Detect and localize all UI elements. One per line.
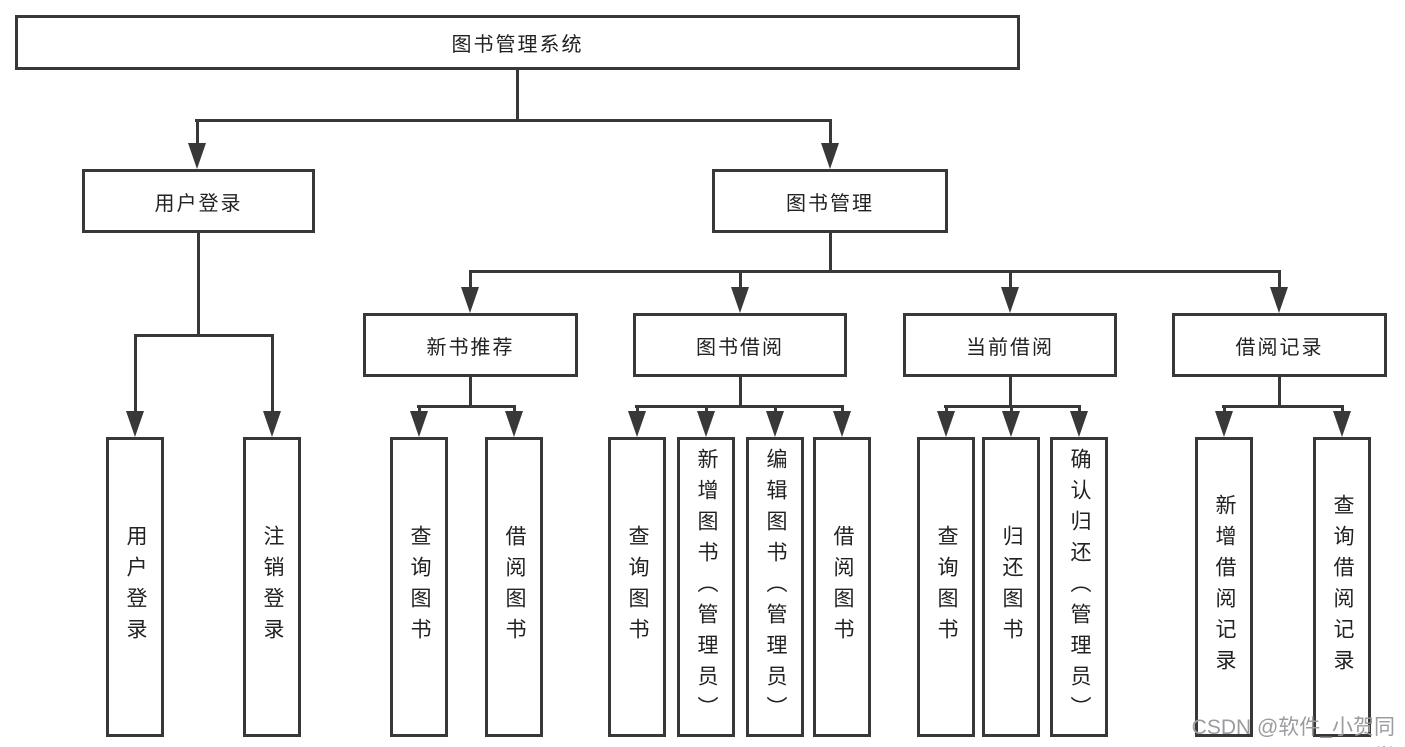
leaf-bb-edit-book-admin: 编辑图书（管理员）: [746, 437, 804, 737]
connector-drop-current-borrow: [1009, 270, 1012, 291]
node-book-management: 图书管理: [712, 169, 948, 233]
connector-root-bar: [195, 119, 832, 122]
connector-drop-bb-query: [636, 405, 639, 415]
node-new-book-recommend: 新书推荐: [363, 313, 578, 377]
connector-borrow-record-bar: [1222, 405, 1343, 408]
arrow-to-user-login-icon: [188, 143, 206, 169]
arrow-to-leaf-user-login-icon: [126, 411, 144, 437]
leaf-cb-confirm-return-admin: 确认归还（管理员）: [1050, 437, 1108, 737]
connector-drop-leaf-user-login: [134, 334, 137, 415]
leaf-br-query-record: 查询借阅记录: [1313, 437, 1371, 737]
connector-drop-book-borrow: [739, 270, 742, 291]
node-book-borrow: 图书借阅: [633, 313, 847, 377]
arrow-to-book-borrow-icon: [731, 287, 749, 313]
connector-drop-cb-return: [1010, 405, 1013, 415]
connector-drop-new-book-rec: [469, 270, 472, 291]
connector-drop-leaf-logout: [271, 334, 274, 415]
connector-book-borrow-bar: [635, 405, 844, 408]
arrow-to-bb-query-icon: [628, 411, 646, 437]
leaf-cb-return-book: 归还图书: [982, 437, 1040, 737]
connector-drop-cb-confirm: [1078, 405, 1081, 415]
node-current-borrow: 当前借阅: [903, 313, 1117, 377]
arrow-to-cb-query-icon: [937, 411, 955, 437]
arrow-to-nbr-borrow-icon: [505, 411, 523, 437]
arrow-to-bb-edit-icon: [766, 411, 784, 437]
arrow-to-book-management-icon: [821, 143, 839, 169]
connector-book-management-bar: [469, 270, 1280, 273]
leaf-user-login: 用户登录: [106, 437, 164, 737]
connector-user-login-stem: [197, 233, 200, 336]
arrow-to-current-borrow-icon: [1001, 287, 1019, 313]
connector-borrow-record-stem: [1278, 377, 1281, 407]
connector-book-management-stem: [829, 233, 832, 272]
connector-drop-bb-add: [705, 405, 708, 415]
arrow-to-cb-return-icon: [1002, 411, 1020, 437]
arrow-to-new-book-rec-icon: [461, 287, 479, 313]
connector-new-book-rec-stem: [469, 377, 472, 407]
node-user-login: 用户登录: [82, 169, 315, 233]
arrow-to-br-add-icon: [1215, 411, 1233, 437]
leaf-logout: 注销登录: [243, 437, 301, 737]
connector-book-borrow-stem: [739, 377, 742, 407]
arrow-to-leaf-logout-icon: [263, 411, 281, 437]
connector-current-borrow-stem: [1009, 377, 1012, 407]
leaf-br-add-record: 新增借阅记录: [1195, 437, 1253, 737]
connector-drop-nbr-borrow: [513, 405, 516, 415]
connector-new-book-rec-bar: [417, 405, 516, 408]
csdn-watermark: CSDN @软件_小贺同学: [1191, 716, 1395, 747]
leaf-bb-borrow-book: 借阅图书: [813, 437, 871, 737]
connector-drop-bb-borrow: [841, 405, 844, 415]
connector-drop-br-add: [1223, 405, 1226, 415]
arrow-to-br-query-icon: [1333, 411, 1351, 437]
connector-drop-book-management: [829, 119, 832, 147]
arrow-to-nbr-query-icon: [410, 411, 428, 437]
connector-drop-br-query: [1341, 405, 1344, 415]
leaf-nbr-query-book: 查询图书: [390, 437, 448, 737]
leaf-nbr-borrow-book: 借阅图书: [485, 437, 543, 737]
connector-drop-cb-query: [945, 405, 948, 415]
connector-drop-bb-edit: [774, 405, 777, 415]
arrow-to-borrow-record-icon: [1270, 287, 1288, 313]
leaf-cb-query-book: 查询图书: [917, 437, 975, 737]
connector-user-login-bar: [134, 334, 274, 337]
arrow-to-bb-borrow-icon: [833, 411, 851, 437]
arrow-to-cb-confirm-icon: [1070, 411, 1088, 437]
connector-root-stem: [516, 70, 519, 122]
node-library-management-system: 图书管理系统: [15, 15, 1020, 70]
arrow-to-bb-add-icon: [697, 411, 715, 437]
connector-drop-borrow-record: [1278, 270, 1281, 291]
node-borrow-record: 借阅记录: [1172, 313, 1387, 377]
leaf-bb-query-book: 查询图书: [608, 437, 666, 737]
connector-drop-nbr-query: [418, 405, 421, 415]
leaf-bb-add-book-admin: 新增图书（管理员）: [677, 437, 735, 737]
connector-drop-user-login: [196, 119, 199, 147]
